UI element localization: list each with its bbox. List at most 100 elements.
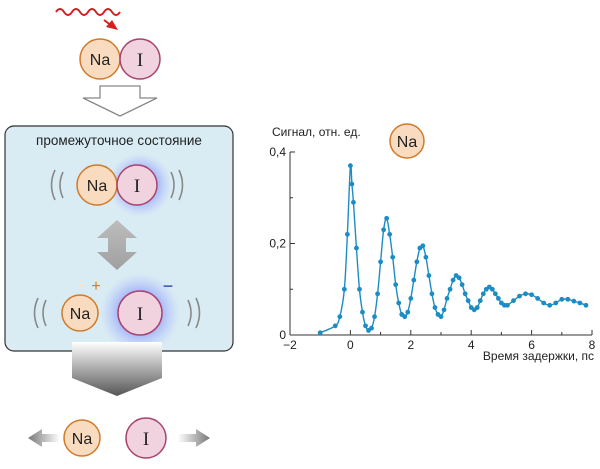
x-tick-label: 6 (528, 338, 535, 352)
data-point (351, 199, 356, 205)
data-point (423, 254, 429, 260)
hollow-down-arrow-icon (82, 85, 158, 117)
nai-molecule-ionic: Na I + − (33, 273, 201, 353)
na-ion (61, 294, 99, 332)
data-point (438, 314, 444, 320)
data-point (465, 298, 471, 304)
data-point (492, 291, 498, 297)
gradient-funnel-arrow-icon (72, 342, 162, 396)
data-point (444, 296, 450, 301)
x-tick-label: −2 (283, 338, 297, 352)
data-point (456, 275, 462, 281)
data-point (414, 259, 420, 265)
data-point (317, 330, 323, 336)
data-point (541, 300, 547, 306)
right-arrow-icon (178, 429, 210, 447)
i-label: I (143, 429, 149, 450)
data-point (420, 243, 426, 249)
data-point (505, 302, 510, 308)
i-atom (116, 164, 158, 206)
data-point (411, 277, 417, 283)
x-tick-label: 2 (407, 338, 414, 352)
data-point (357, 286, 362, 292)
data-point (450, 277, 456, 283)
data-point (375, 291, 380, 297)
data-point (354, 245, 359, 251)
data-point (344, 231, 350, 237)
data-point (390, 254, 396, 260)
series-points (317, 163, 589, 336)
y-tick-label: 0 (279, 328, 286, 342)
na-atom-annotation (389, 123, 425, 159)
data-point (480, 291, 486, 297)
data-point (559, 296, 565, 302)
x-tick-label: 4 (468, 338, 475, 352)
na-label: Na (72, 431, 93, 448)
data-point (405, 309, 411, 315)
y-tick-label: 0,2 (269, 237, 286, 251)
data-point (477, 298, 483, 304)
data-point (571, 298, 577, 304)
i-label: I (137, 304, 143, 325)
na-annotation: Na (389, 123, 425, 159)
data-point (535, 296, 541, 301)
i-atom (119, 38, 161, 80)
data-point (474, 305, 480, 310)
data-point (553, 300, 559, 306)
na-annotation-label: Na (397, 134, 418, 151)
series-curve (319, 163, 587, 334)
data-point (429, 291, 435, 297)
data-point (462, 291, 468, 297)
plus-charge: + (91, 278, 100, 295)
data-point (441, 307, 447, 313)
nai-molecule-initial: Na I (79, 38, 161, 80)
data-point (459, 282, 465, 288)
series-line (319, 163, 587, 334)
data-point (447, 286, 453, 292)
data-point (408, 296, 414, 301)
data-point (384, 215, 390, 221)
wavy-laser-arrow-icon (55, 8, 121, 30)
data-point (341, 286, 347, 292)
y-tick-label: 0,4 (269, 145, 286, 159)
data-point (583, 302, 589, 308)
data-point (349, 181, 355, 187)
i-ion (117, 290, 163, 336)
x-axis-label: Время задержки, пс (483, 349, 594, 363)
double-vertical-arrow-icon (97, 220, 137, 270)
data-point (360, 309, 365, 315)
data-point (495, 296, 501, 301)
y-axis-label: Сигнал, отн. ед. (272, 125, 361, 139)
data-point (381, 227, 387, 233)
i-label: I (137, 50, 143, 71)
data-point (337, 314, 343, 320)
data-point (565, 296, 571, 302)
data-point (517, 293, 522, 299)
na-label: Na (70, 306, 91, 323)
data-point (348, 163, 353, 169)
data-point (432, 305, 438, 310)
data-point (529, 292, 534, 298)
data-point (369, 325, 374, 331)
signal-chart: Сигнал, отн. ед. Время задержки, пс Na −… (269, 123, 596, 363)
nai-molecule-covalent: Na I (50, 153, 184, 217)
i-atom (125, 417, 167, 459)
dissociated-products: Na I (28, 417, 210, 459)
left-arrow-icon (28, 429, 60, 447)
na-label: Na (87, 178, 108, 195)
i-label: I (134, 176, 140, 197)
data-point (547, 302, 553, 308)
data-point (523, 291, 528, 297)
data-point (402, 314, 408, 320)
data-point (577, 300, 583, 306)
data-point (511, 298, 516, 304)
panel-title: промежуточное состояние (36, 133, 202, 148)
data-point (396, 300, 402, 306)
vibration-arcs-lower (33, 297, 201, 329)
na-atom (63, 419, 101, 457)
data-point (378, 259, 383, 265)
data-point (372, 314, 377, 320)
x-tick-label: 8 (589, 338, 596, 352)
